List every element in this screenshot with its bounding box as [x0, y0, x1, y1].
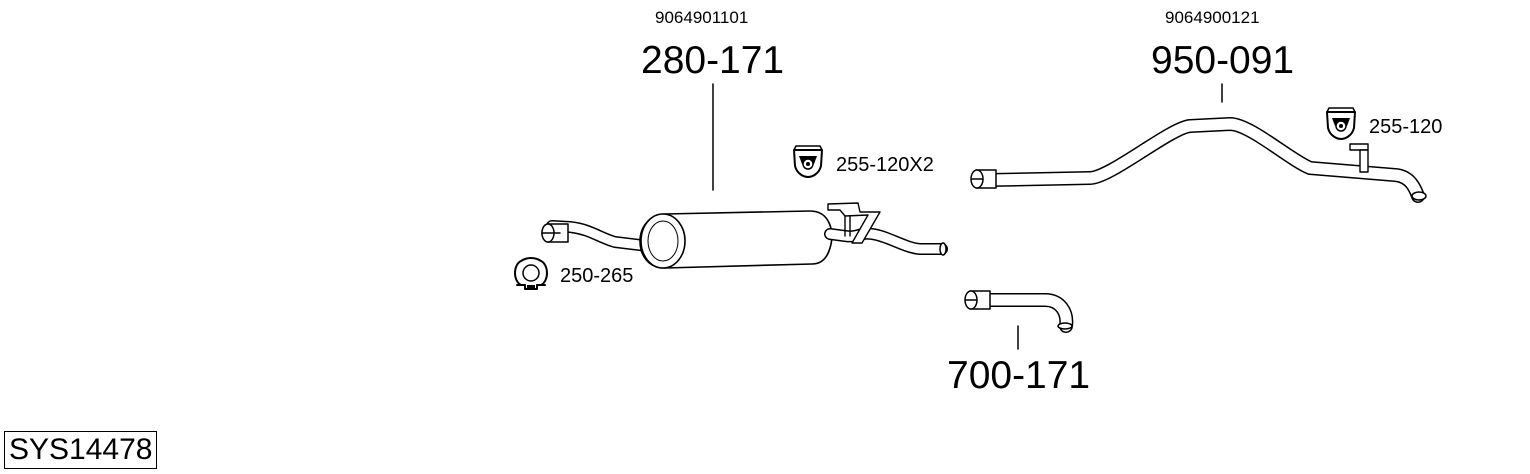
accessory-label-250-265[interactable]: 250-265 [560, 265, 634, 287]
rubber-hanger-icon [793, 145, 823, 178]
oem-number-950-091: 9064900121 [1165, 8, 1260, 27]
clamp-icon [514, 257, 548, 290]
rear-pipe-950-091[interactable] [970, 117, 1427, 203]
part-number-700-171[interactable]: 700-171 [947, 354, 1091, 397]
tail-pipe-700-171[interactable] [964, 290, 1074, 333]
part-number-280-171[interactable]: 280-171 [641, 39, 785, 82]
rubber-hanger-icon [1326, 107, 1356, 140]
system-code-box: SYS14478 [4, 431, 158, 469]
accessory-label-255-120[interactable]: 255-120 [1369, 116, 1443, 138]
oem-number-280-171: 9064901101 [655, 8, 749, 27]
front-silencer-280-171[interactable] [541, 202, 948, 269]
accessory-label-255-120x2[interactable]: 255-120X2 [836, 154, 934, 176]
part-number-950-091[interactable]: 950-091 [1151, 39, 1295, 82]
